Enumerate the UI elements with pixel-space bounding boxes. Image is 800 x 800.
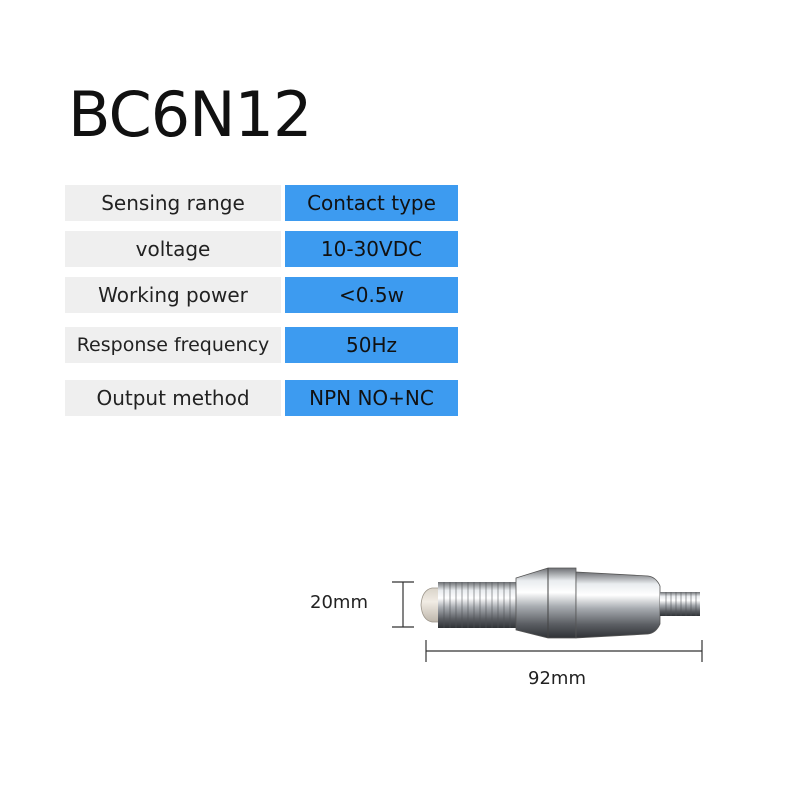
spec-label: Response frequency	[65, 327, 281, 363]
spec-row: voltage 10-30VDC	[65, 231, 458, 267]
spec-value: 50Hz	[285, 327, 458, 363]
diameter-label: 20mm	[310, 592, 368, 613]
length-label: 92mm	[528, 668, 586, 689]
spec-value: <0.5w	[285, 277, 458, 313]
spec-label: Sensing range	[65, 185, 281, 221]
spec-value: NPN NO+NC	[285, 380, 458, 416]
spec-label: Working power	[65, 277, 281, 313]
spec-value: Contact type	[285, 185, 458, 221]
spec-label: voltage	[65, 231, 281, 267]
spec-row: Response frequency 50Hz	[65, 327, 458, 363]
spec-row: Output method NPN NO+NC	[65, 380, 458, 416]
sensor-body	[420, 567, 700, 639]
spec-label: Output method	[65, 380, 281, 416]
sensor-drawing	[392, 567, 703, 662]
product-title: BC6N12	[68, 78, 312, 151]
spec-row: Sensing range Contact type	[65, 185, 458, 221]
length-dimension	[425, 640, 703, 662]
spec-row: Working power <0.5w	[65, 277, 458, 313]
diameter-dimension	[392, 581, 414, 628]
spec-value: 10-30VDC	[285, 231, 458, 267]
